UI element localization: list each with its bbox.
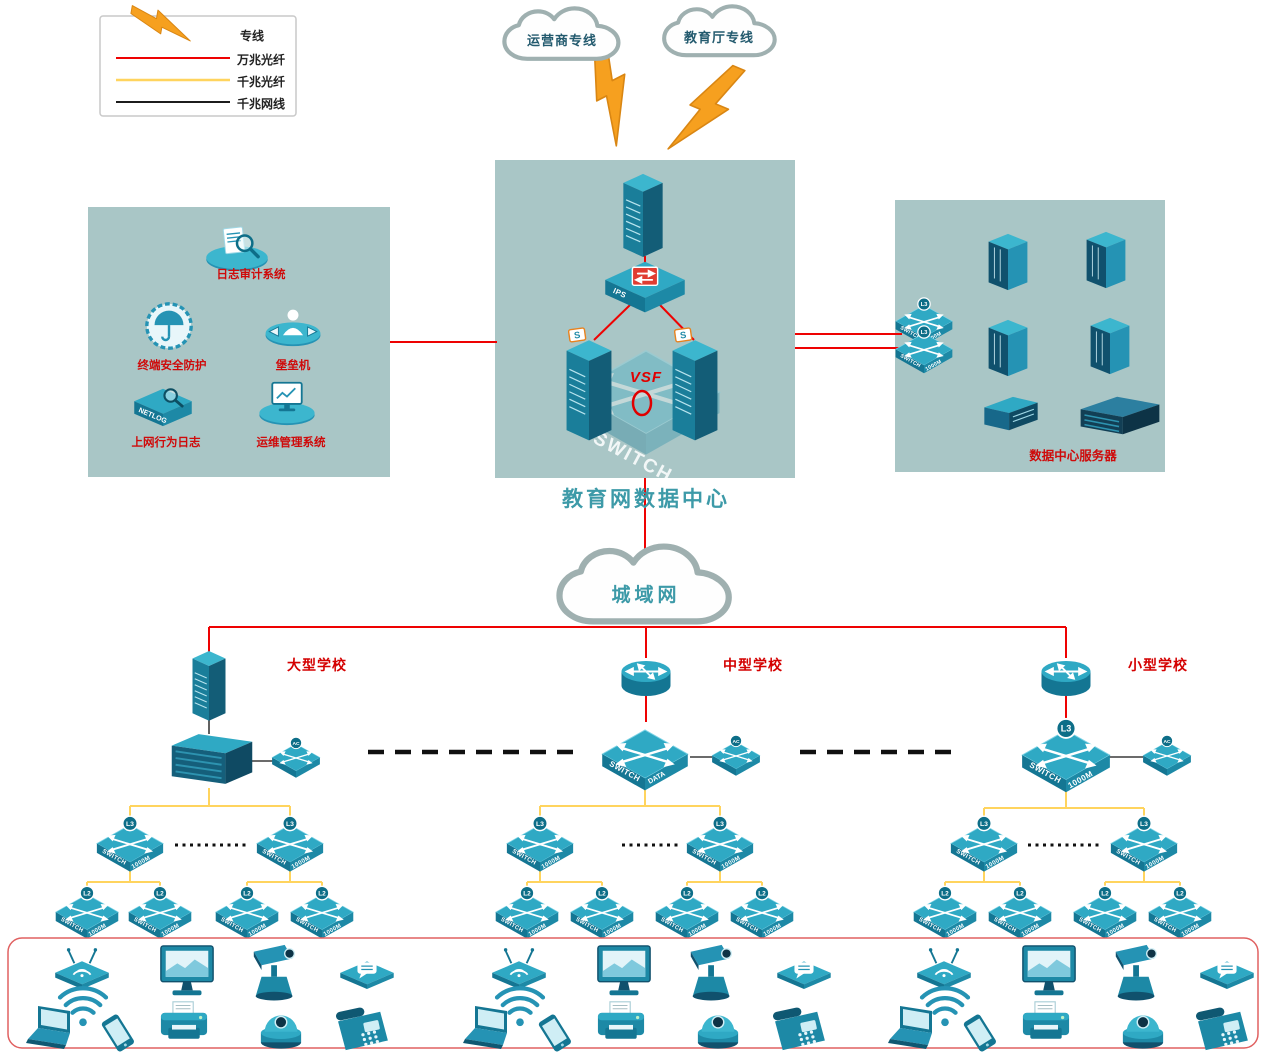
school-medium-label: 中型学校: [723, 657, 783, 673]
education-cloud-label: 教育厅专线: [683, 30, 755, 45]
core-switch-icon: [1022, 719, 1110, 792]
legend-box: [99, 5, 297, 117]
school-large-group: [56, 650, 354, 939]
school-gateway-icon: [191, 650, 227, 722]
bastion-host-label: 堡垒机: [275, 360, 311, 372]
carrier-cloud-label: 运营商专线: [526, 33, 598, 48]
ptz-camera-icon: [253, 944, 296, 1002]
wireless-ap-icon: [491, 947, 547, 991]
dome-camera-icon: [1122, 1014, 1164, 1050]
wireless-controller-icon: [272, 737, 320, 778]
server-tower-icon: [1086, 231, 1126, 289]
wireless-controller-icon: [1143, 735, 1191, 776]
endpoint-group-medium: [463, 944, 832, 1053]
man-cloud-label: 城域网: [611, 585, 681, 606]
dome-camera-icon: [260, 1014, 302, 1050]
l3-switch-icon: [507, 816, 573, 871]
l2-switch-icon: [129, 886, 192, 938]
core-chassis-icon: [170, 733, 254, 785]
printer-icon: [1022, 1001, 1070, 1040]
core-switch-icon: [602, 730, 688, 793]
printer-icon: [160, 1001, 208, 1040]
l2-switch-icon: [496, 886, 559, 938]
smartphone-icon: [537, 1013, 573, 1053]
wireless-ap-icon: [54, 947, 110, 991]
server-tower-icon: [988, 233, 1028, 291]
laptop-icon: [888, 1006, 932, 1049]
l2-switch-icon: [291, 886, 354, 938]
l2-switch-icon: [1074, 886, 1137, 938]
l2-switch-icon: [731, 886, 794, 938]
school-small-group: [914, 660, 1212, 939]
l3-switch-icon: [1111, 816, 1177, 871]
legend-1g-copper-label: 千兆网线: [236, 97, 286, 111]
ptz-camera-icon: [1115, 944, 1158, 1002]
school-router-icon: [620, 660, 672, 697]
school-router-icon: [1040, 660, 1092, 697]
wireless-controller-icon: [712, 735, 760, 776]
ops-management-label: 运维管理系统: [256, 437, 326, 449]
red-fiber-links: [208, 256, 1067, 722]
ptz-camera-icon: [690, 944, 733, 1002]
l3-switch-icon: [257, 816, 323, 871]
printer-icon: [597, 1001, 645, 1040]
vsf-link-icon: [631, 389, 653, 417]
legend-dedicated-label: 专线: [239, 29, 265, 43]
l2-switch-icon: [656, 886, 719, 938]
education-lightning-icon: [667, 54, 746, 166]
servers-zone-label: 数据中心服务器: [1029, 449, 1117, 463]
laptop-icon: [26, 1006, 70, 1049]
smartphone-icon: [100, 1013, 136, 1053]
l2-switch-icon: [56, 886, 119, 938]
l3-switch-icon: [687, 816, 753, 871]
smartphone-icon: [962, 1013, 998, 1053]
log-audit-label: 日志审计系统: [216, 269, 286, 281]
video-intercom-icon: [1199, 960, 1255, 990]
endpoint-group-small: [888, 944, 1255, 1053]
legend-10g-label: 万兆光纤: [236, 53, 286, 67]
l2-switch-icon: [571, 886, 634, 938]
l3-switch-icon: [97, 816, 163, 871]
desktop-monitor-icon: [1022, 945, 1076, 996]
ip-phone-icon: [1195, 1006, 1248, 1051]
dome-camera-icon: [697, 1014, 739, 1050]
data-center-title: 教育网数据中心: [562, 486, 730, 511]
ip-phone-icon: [335, 1006, 388, 1051]
school-large-label: 大型学校: [287, 657, 347, 673]
l2-switch-icon: [914, 886, 977, 938]
border-firewall-icon: [622, 173, 664, 258]
school-small-label: 小型学校: [1128, 657, 1188, 673]
server-tower-icon: [1090, 317, 1130, 375]
endpoint-group-large: [26, 944, 395, 1053]
l3-switch-icon: [951, 816, 1017, 871]
l2-switch-icon: [989, 886, 1052, 938]
wireless-ap-icon: [916, 947, 972, 991]
laptop-icon: [463, 1006, 507, 1049]
l2-switch-icon: [216, 886, 279, 938]
server-tower-icon: [988, 319, 1028, 377]
legend-1g-fiber-label: 千兆光纤: [236, 75, 286, 89]
behavior-log-label: 上网行为日志: [131, 437, 201, 449]
vsf-label: VSF: [629, 369, 663, 386]
endpoint-zone-border: [7, 937, 1259, 1049]
video-intercom-icon: [339, 960, 395, 990]
l2-switch-icon: [1149, 886, 1212, 938]
endpoint-protection-icon: [145, 302, 193, 350]
video-intercom-icon: [776, 960, 832, 990]
ip-phone-icon: [772, 1006, 825, 1051]
desktop-monitor-icon: [160, 945, 214, 996]
endpoint-protection-label: 终端安全防护: [137, 360, 207, 372]
desktop-monitor-icon: [597, 945, 651, 996]
